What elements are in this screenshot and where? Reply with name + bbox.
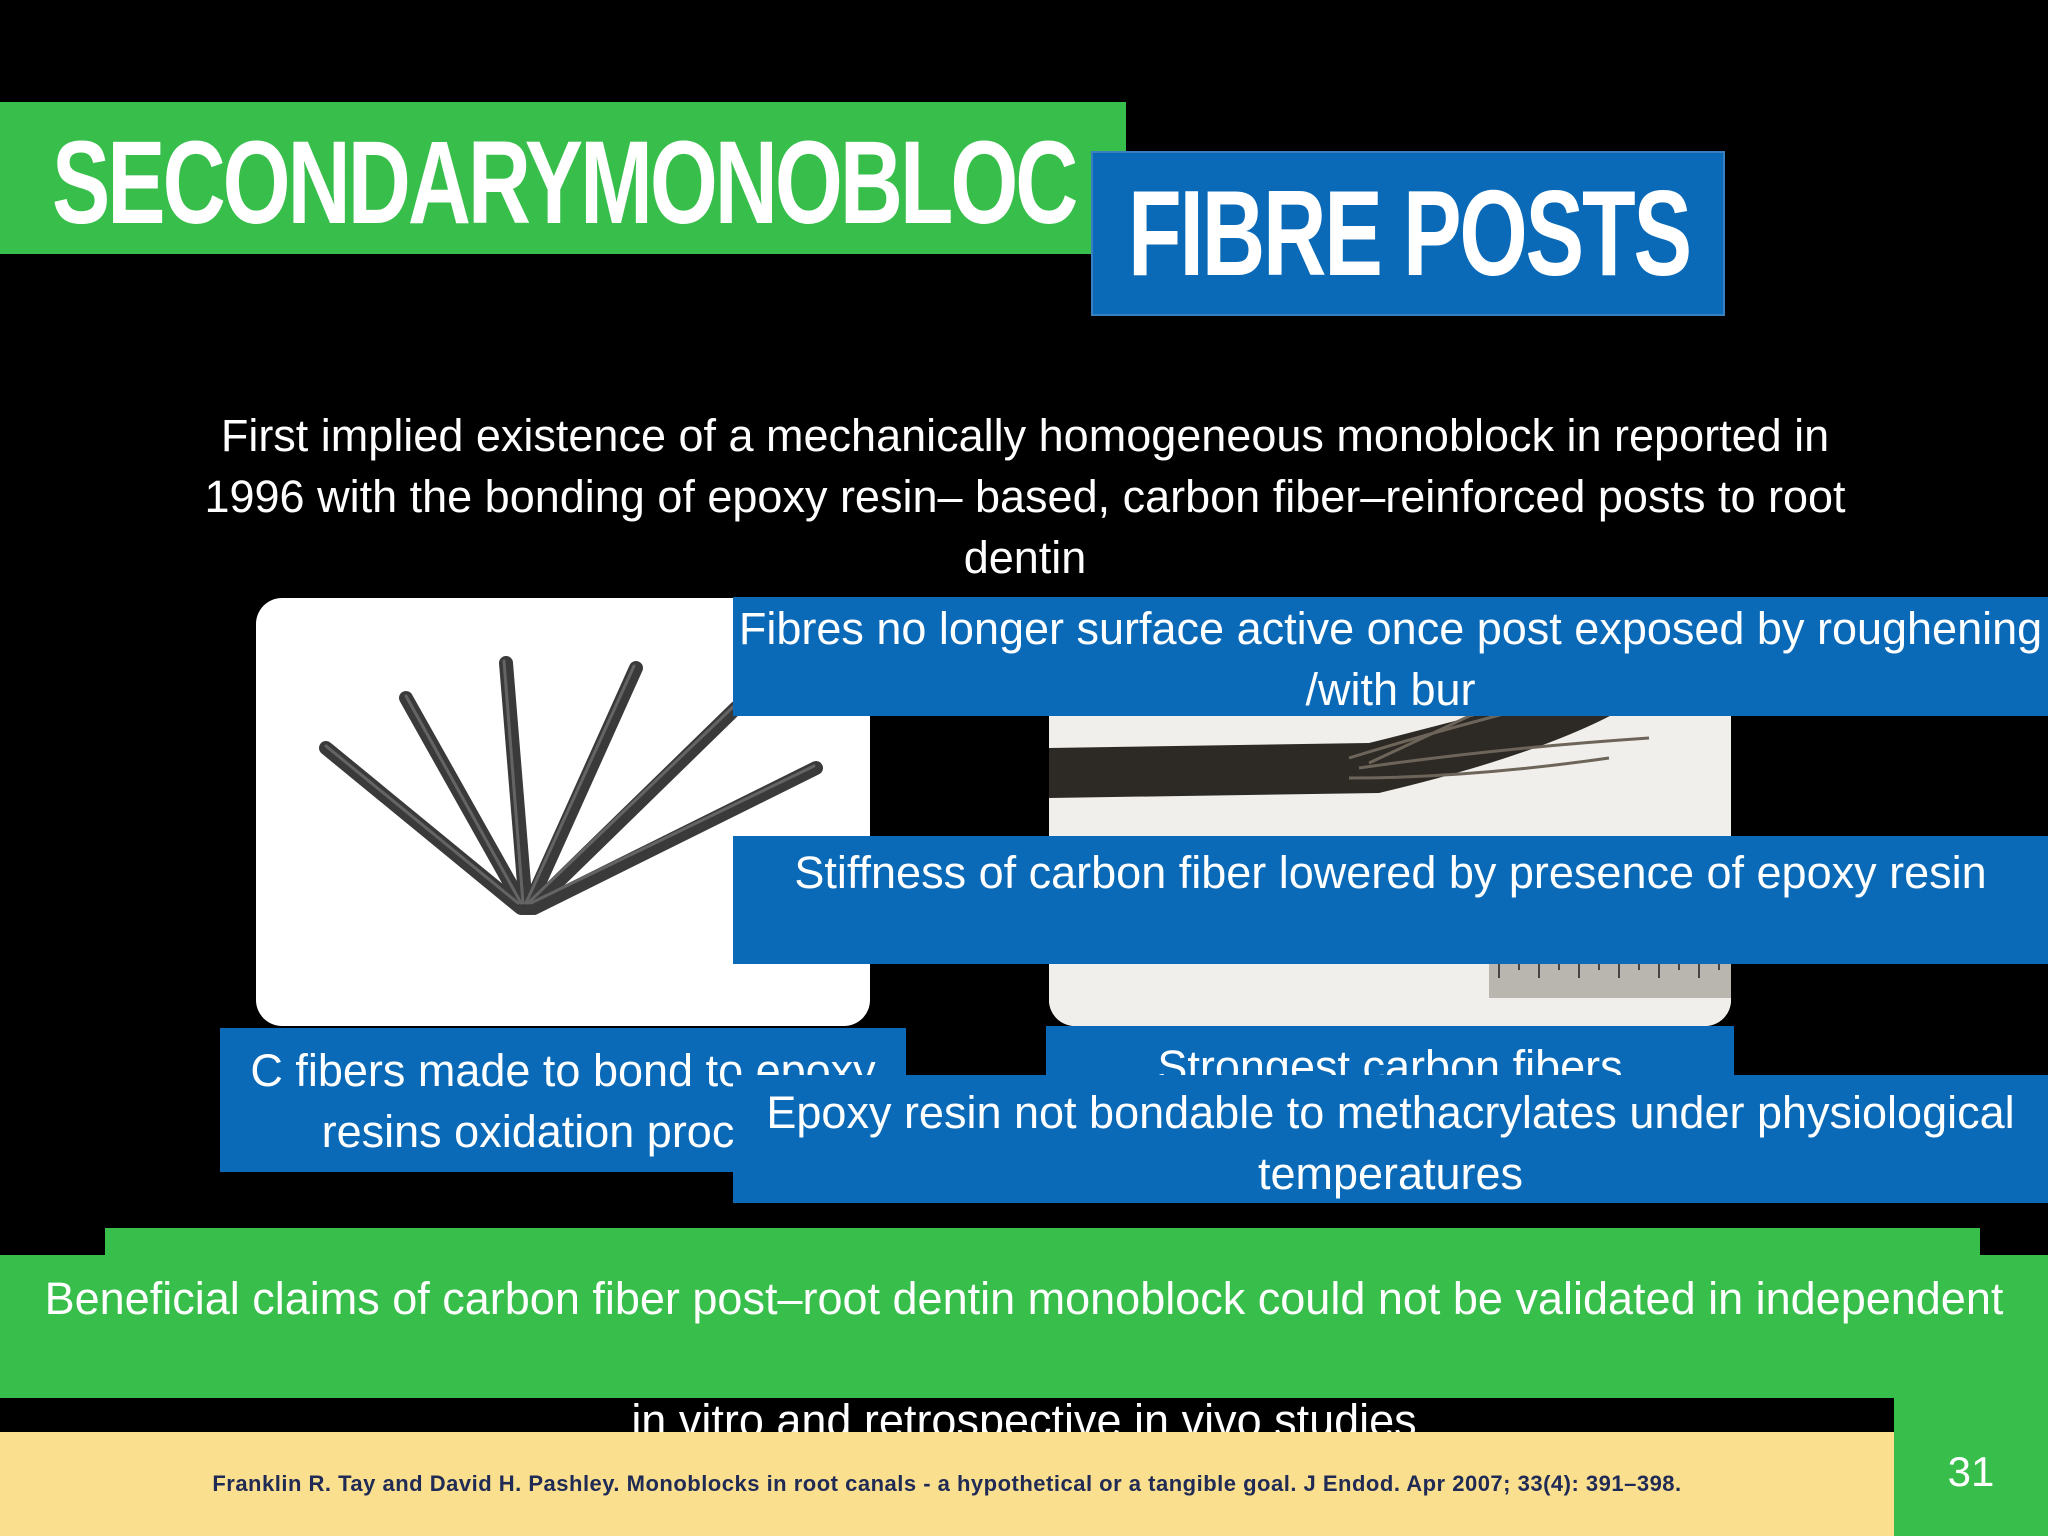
slide-subtitle: FIBRE POSTS — [1128, 165, 1692, 301]
citation-bar — [0, 1432, 1894, 1536]
slide-number-box — [1894, 1398, 2048, 1536]
callout-2: Stiffness of carbon fiber lowered by pre… — [794, 847, 1987, 898]
callout-3: Epoxy resin not bondable to methacrylate… — [766, 1087, 2015, 1199]
subtitle-banner — [1091, 151, 1725, 316]
callout-box-2 — [733, 836, 2048, 964]
slide-number: 31 — [1947, 1448, 1995, 1495]
title-banner — [0, 102, 1126, 254]
callout-box-1 — [733, 597, 2048, 716]
intro-text: First implied existence of a mechanicall… — [204, 410, 1846, 583]
citation: Franklin R. Tay and David H. Pashley. Mo… — [212, 1471, 1682, 1496]
right-caption-box — [1046, 1026, 1734, 1076]
callout-box-3 — [733, 1075, 2048, 1203]
conclusion-banner — [0, 1255, 2048, 1398]
slide-title: SECONDARYMONOBLOC — [52, 117, 1078, 249]
conclusion-text: Beneficial claims of carbon fiber post–r… — [44, 1273, 2004, 1324]
callout-1: Fibres no longer surface active once pos… — [738, 603, 2043, 715]
